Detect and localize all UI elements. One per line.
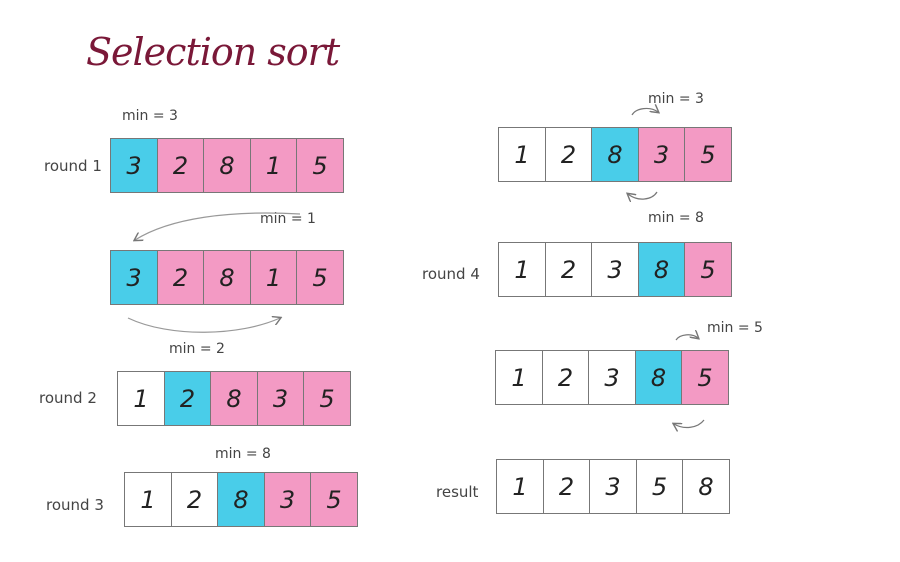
array-cell: 8	[637, 242, 686, 297]
array-cell: 3	[263, 472, 312, 527]
array-cell: 2	[170, 472, 219, 527]
array-cell: 3	[110, 138, 158, 193]
array-cell: 1	[498, 127, 546, 182]
array-cell: 5	[310, 472, 358, 527]
row-label: round 2	[39, 389, 97, 407]
swap-arrow-icon	[674, 419, 705, 427]
array-cell: 2	[156, 250, 205, 305]
swap-arrow-icon	[675, 335, 698, 341]
array-cell: 2	[163, 371, 212, 426]
array-cell: 3	[637, 127, 686, 182]
array-cell: 5	[303, 371, 351, 426]
min-label: min = 2	[169, 341, 225, 357]
row-label: round 4	[422, 265, 480, 283]
min-label: min = 3	[122, 108, 178, 124]
row-label: round 3	[46, 496, 104, 514]
array-cell: 5	[296, 250, 344, 305]
swap-arrow-icon	[628, 191, 658, 199]
array-cell: 2	[156, 138, 205, 193]
array-cell: 5	[684, 242, 732, 297]
array-cell: 8	[634, 350, 683, 405]
array-cell: 8	[203, 138, 251, 193]
array-cell: 5	[681, 350, 729, 405]
array-cell: 8	[682, 459, 730, 514]
array-cell: 1	[124, 472, 172, 527]
row-label: round 1	[44, 157, 102, 175]
array-cell: 8	[210, 371, 258, 426]
array-cell: 8	[203, 250, 251, 305]
array-cell: 1	[249, 250, 298, 305]
min-label: min = 1	[260, 211, 316, 227]
swap-arrow-icon	[631, 108, 658, 116]
array-cell: 2	[544, 242, 593, 297]
min-label: min = 3	[648, 91, 704, 107]
array-cell: 3	[591, 242, 639, 297]
min-label: min = 8	[215, 446, 271, 462]
array-cell: 3	[588, 350, 636, 405]
diagram-title: Selection sort	[86, 30, 340, 74]
array-cell: 1	[495, 350, 543, 405]
array-cell: 3	[110, 250, 158, 305]
array-cell: 8	[591, 127, 639, 182]
array-cell: 5	[684, 127, 732, 182]
array-cell: 8	[217, 472, 265, 527]
array-cell: 5	[296, 138, 344, 193]
array-cell: 3	[589, 459, 637, 514]
array-cell: 1	[498, 242, 546, 297]
array-cell: 2	[541, 350, 590, 405]
row-label: result	[436, 483, 479, 501]
array-cell: 1	[249, 138, 298, 193]
array-cell: 2	[542, 459, 591, 514]
min-label: min = 5	[707, 320, 763, 336]
array-cell: 1	[117, 371, 165, 426]
array-cell: 5	[635, 459, 684, 514]
min-label: min = 8	[648, 210, 704, 226]
array-cell: 3	[256, 371, 305, 426]
array-cell: 1	[496, 459, 544, 514]
swap-arrow-icon	[127, 318, 280, 333]
array-cell: 2	[544, 127, 593, 182]
